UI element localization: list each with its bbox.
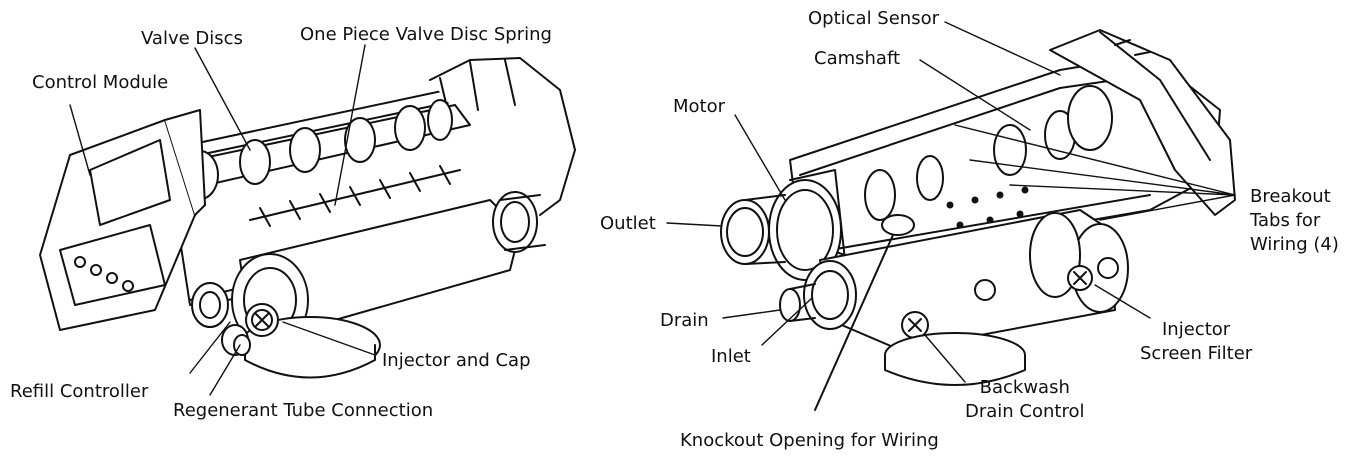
label-injector-line2: Screen Filter bbox=[1140, 343, 1253, 364]
label-knockout-opening: Knockout Opening for Wiring bbox=[680, 430, 939, 451]
label-optical-sensor: Optical Sensor bbox=[808, 8, 940, 29]
label-valve-disc-spring: One Piece Valve Disc Spring bbox=[300, 24, 552, 45]
label-outlet: Outlet bbox=[600, 213, 656, 234]
label-breakout-tabs: Breakout Tabs for Wiring (4) bbox=[1250, 185, 1339, 257]
label-breakout-line1: Breakout bbox=[1250, 186, 1331, 207]
label-breakout-line3: Wiring (4) bbox=[1250, 234, 1339, 255]
label-inlet: Inlet bbox=[711, 346, 751, 367]
label-backwash-line1: Backwash bbox=[979, 377, 1070, 398]
label-drain: Drain bbox=[660, 310, 709, 331]
label-motor: Motor bbox=[673, 96, 726, 117]
right-leader-lines bbox=[666, 21, 1236, 411]
left-valve-illustration bbox=[39, 57, 576, 379]
label-injector-screen-filter: Injector Screen Filter bbox=[1140, 318, 1252, 366]
label-regenerant-tube: Regenerant Tube Connection bbox=[173, 400, 434, 421]
label-control-module: Control Module bbox=[32, 72, 169, 93]
label-injector-cap: Injector and Cap bbox=[382, 350, 531, 371]
label-valve-discs: Valve Discs bbox=[141, 28, 243, 49]
label-camshaft: Camshaft bbox=[814, 48, 901, 69]
label-refill-controller: Refill Controller bbox=[10, 381, 149, 402]
label-backwash-line2: Drain Control bbox=[965, 401, 1085, 422]
label-backwash-drain-control: Backwash Drain Control bbox=[965, 376, 1085, 424]
label-injector-line1: Injector bbox=[1162, 319, 1231, 340]
left-leader-lines bbox=[69, 44, 376, 396]
right-valve-illustration bbox=[720, 29, 1236, 386]
label-breakout-line2: Tabs for bbox=[1250, 210, 1321, 231]
